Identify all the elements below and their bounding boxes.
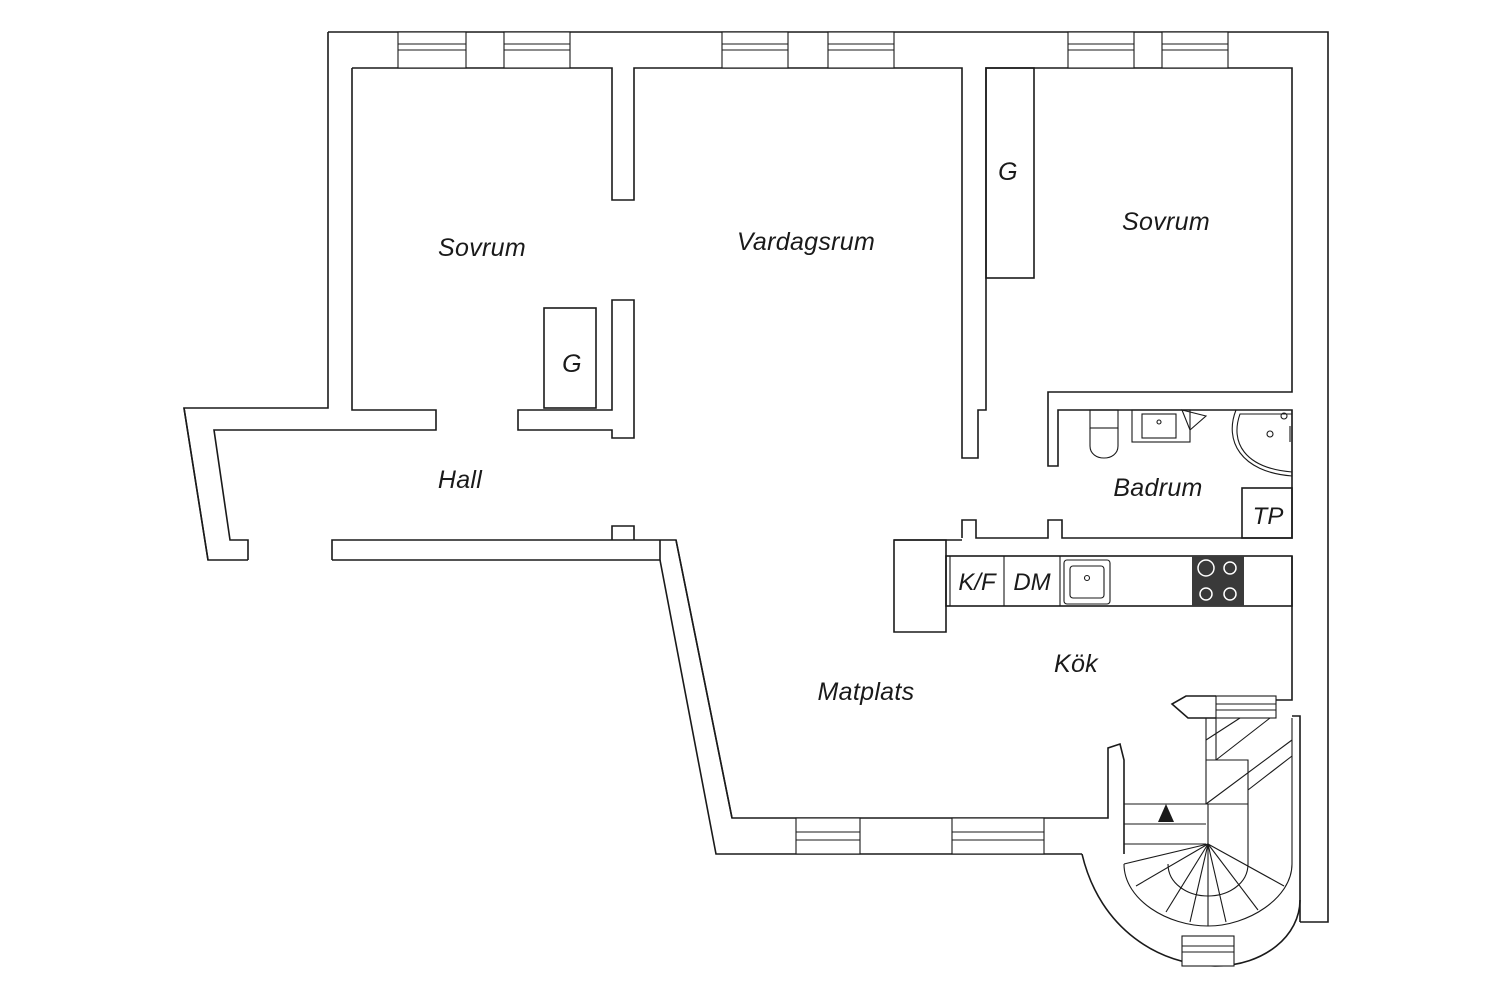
room-label-vardagsrum: Vardagsrum [737,228,875,256]
room-label-badrum: Badrum [1113,474,1202,502]
closet-right [985,67,1035,279]
stair-direction-arrow-icon [1158,804,1174,822]
room-label-sovrum-left: Sovrum [438,234,526,262]
room-label-sovrum-right: Sovrum [1122,208,1210,236]
inner-walls [213,67,1301,922]
kitchen-counter [945,555,1293,607]
windows [397,31,1277,967]
kitchen-sink-icon [1063,559,1111,605]
room-label-matplats: Matplats [818,678,915,706]
toilet-icon [1089,409,1119,459]
stove-icon [1192,556,1244,606]
room-label-hall: Hall [438,466,483,494]
shower-icon [1231,409,1293,477]
tp-label: TP [1253,503,1284,530]
sink-icon [1131,409,1208,443]
staircase [1123,717,1293,927]
closet-left [543,307,597,409]
tp-box [1241,487,1293,539]
closet-label-left: G [562,350,582,378]
dm-label: DM [1013,569,1050,596]
closet-label-right: G [998,158,1018,186]
kf-label: K/F [958,569,997,596]
room-label-kok: Kök [1054,650,1099,678]
